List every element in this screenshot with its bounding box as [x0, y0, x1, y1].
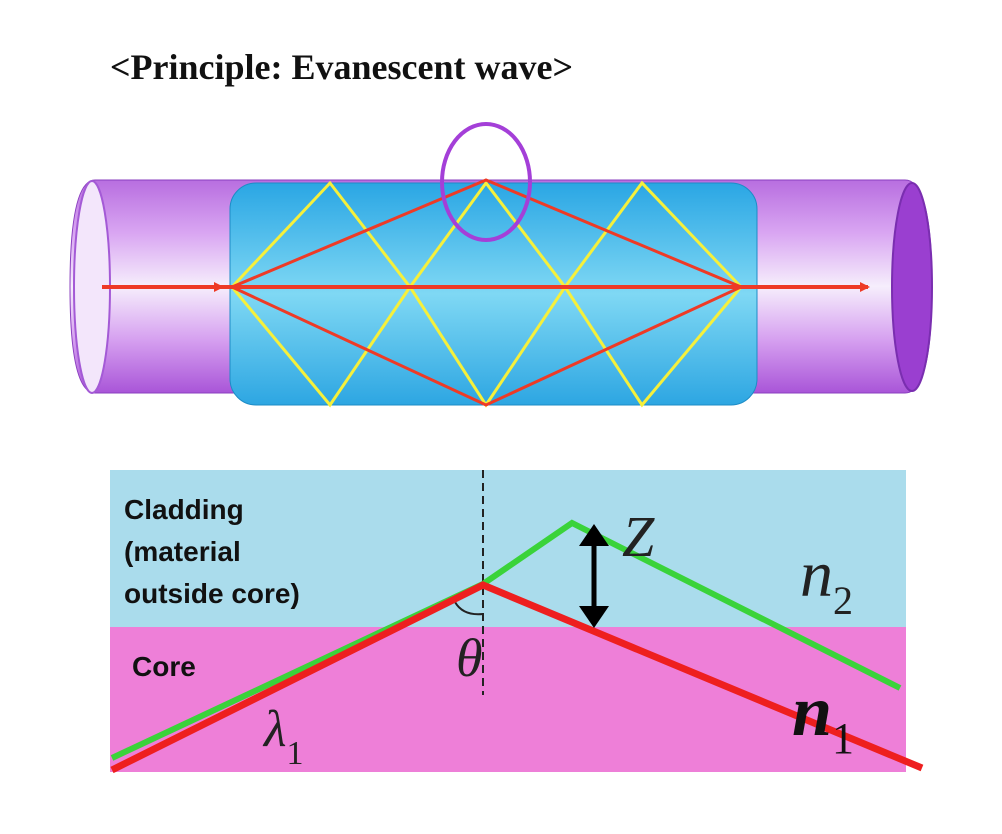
fiber-core — [229, 182, 758, 406]
red-ray — [110, 581, 924, 774]
fiber-illustration — [69, 122, 933, 408]
core-label: Core — [132, 651, 196, 682]
page-title: <Principle: Evanescent wave> — [110, 47, 573, 87]
fiber-right-end — [891, 182, 933, 392]
core-region — [110, 627, 906, 772]
theta-label: θ — [456, 628, 483, 688]
cladding-region — [110, 470, 906, 627]
penetration-depth-arrow — [579, 524, 609, 628]
evanescent-highlight-circle — [440, 122, 532, 242]
angle-arc — [454, 601, 484, 616]
lambda-label: λ1 — [262, 701, 304, 772]
cladding-label-line-1: Cladding — [124, 494, 244, 525]
z-label: Z — [622, 504, 655, 569]
cladding-label-line-3: outside core) — [124, 578, 300, 609]
interface-diagram: Cladding (material outside core) Core Z … — [110, 470, 924, 774]
n2-label: n2 — [800, 538, 853, 623]
green-ray — [110, 519, 902, 761]
n1-label: n1 — [792, 671, 854, 763]
cladding-label-line-2: (material — [124, 536, 241, 567]
yellow-ray-upper — [230, 180, 743, 290]
